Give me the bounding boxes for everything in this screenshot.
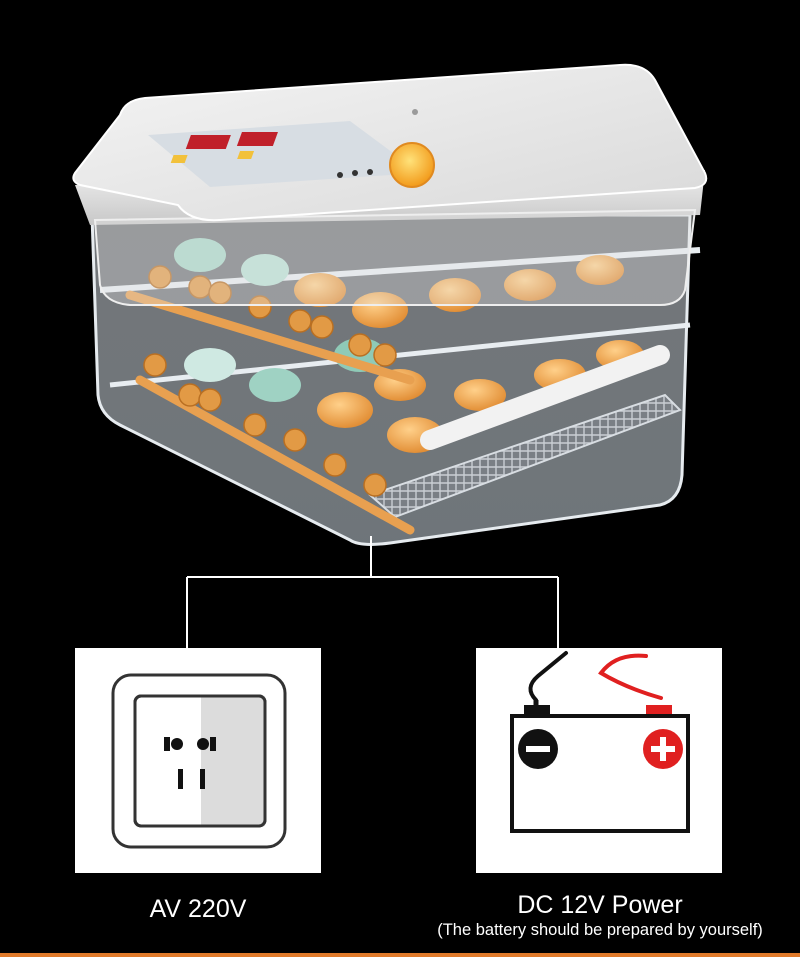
dc-power-panel (476, 648, 722, 873)
bottom-accent-bar (0, 953, 800, 957)
ac-power-label: AV 220V (149, 895, 247, 923)
dc-power-label: DC 12V Power (517, 891, 683, 919)
ac-power-panel (75, 648, 321, 873)
incubator-image (72, 63, 708, 546)
battery-note: (The battery should be prepared by yours… (437, 921, 763, 939)
battery-icon (510, 651, 690, 833)
wall-socket-icon (111, 673, 287, 849)
